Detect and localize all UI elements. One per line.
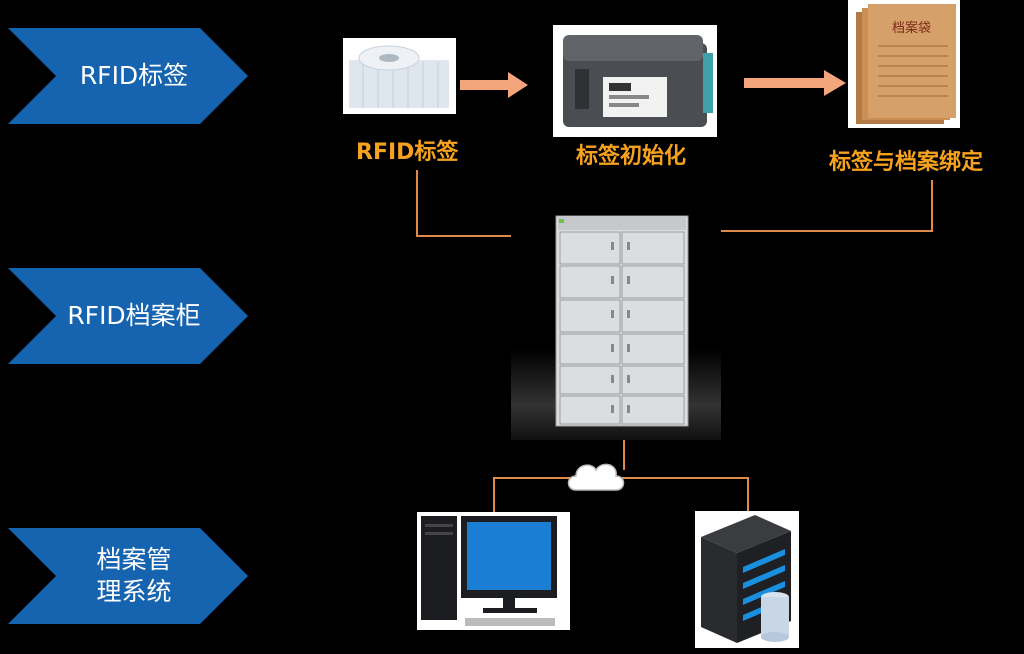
connector-folder-cabinet (696, 180, 933, 232)
cloud-icon (567, 463, 625, 491)
printer-icon (553, 25, 717, 137)
category-label: RFID档案柜 (67, 300, 201, 330)
step-label-init: 标签初始化 (576, 144, 687, 169)
step-label-bind: 标签与档案绑定 (829, 150, 984, 175)
server-icon (695, 511, 799, 648)
arrow-1 (460, 72, 528, 98)
svg-text:档案袋: 档案袋 (892, 21, 931, 36)
cabinet-icon (511, 212, 721, 440)
label-roll-icon (343, 38, 456, 114)
category-label: RFID标签 (79, 60, 189, 90)
arrow-2 (744, 70, 846, 96)
folder-icon: 档案袋 (848, 0, 960, 128)
step-label-tag: RFID标签 (356, 140, 459, 165)
desktop-computer-icon (417, 512, 570, 630)
category-label: 档案管理系统 (96, 544, 172, 607)
